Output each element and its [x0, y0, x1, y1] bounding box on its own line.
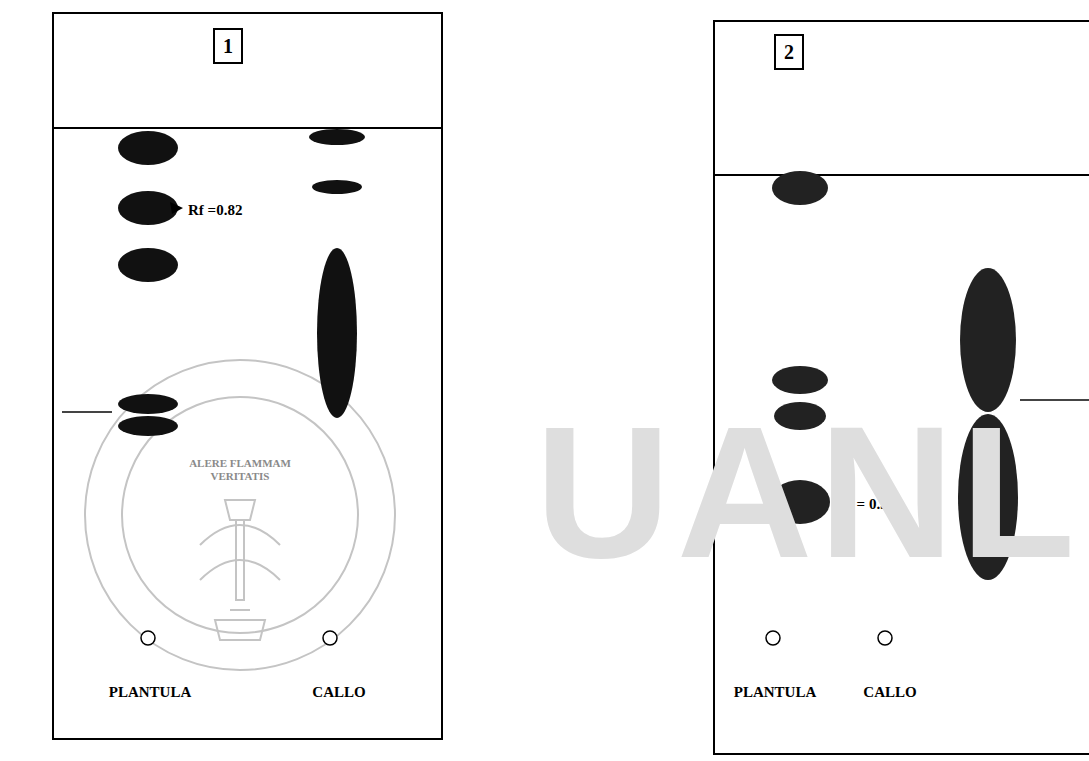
spot	[118, 394, 178, 414]
spot	[312, 180, 362, 194]
spot	[309, 129, 365, 145]
lane-label: PLANTULA	[734, 684, 817, 701]
spot	[317, 248, 357, 418]
marker-line	[62, 411, 112, 413]
origin-point	[878, 631, 892, 645]
seal-ring	[85, 360, 395, 670]
lane-label: CALLO	[863, 684, 916, 701]
origin-point	[766, 631, 780, 645]
solvent-front	[713, 174, 1089, 176]
spot	[960, 268, 1016, 412]
plate-number: 2	[784, 42, 794, 62]
spot	[118, 131, 178, 165]
spot	[118, 191, 178, 225]
plate-number-box: 1	[213, 28, 243, 64]
spot	[772, 366, 828, 394]
lane-label: CALLO	[312, 684, 365, 701]
seal-motto: ALERE FLAMMAM VERITATIS	[180, 457, 300, 483]
origin-point	[323, 631, 337, 645]
plate-number: 1	[223, 36, 233, 56]
tlc-plate: PLANTULA CALLO Rf =0.82 1	[52, 12, 443, 740]
university-seal	[85, 360, 395, 670]
watermark: UANL	[535, 398, 1081, 586]
spot	[118, 416, 178, 436]
arrowhead	[170, 202, 183, 214]
spot	[118, 248, 178, 282]
tlc-plate: PLANTULACALLORf = 0.382	[713, 20, 1089, 755]
torch-symbol	[225, 500, 255, 610]
solvent-front	[52, 127, 443, 129]
seal-ornament	[215, 620, 265, 640]
plate-1	[52, 128, 443, 645]
origin-point	[141, 631, 155, 645]
plate-number-box: 2	[774, 34, 804, 70]
seal-ornament	[200, 525, 280, 580]
spot	[772, 171, 828, 205]
lane-label: PLANTULA	[109, 684, 192, 701]
rf-value: Rf =0.82	[188, 202, 242, 219]
